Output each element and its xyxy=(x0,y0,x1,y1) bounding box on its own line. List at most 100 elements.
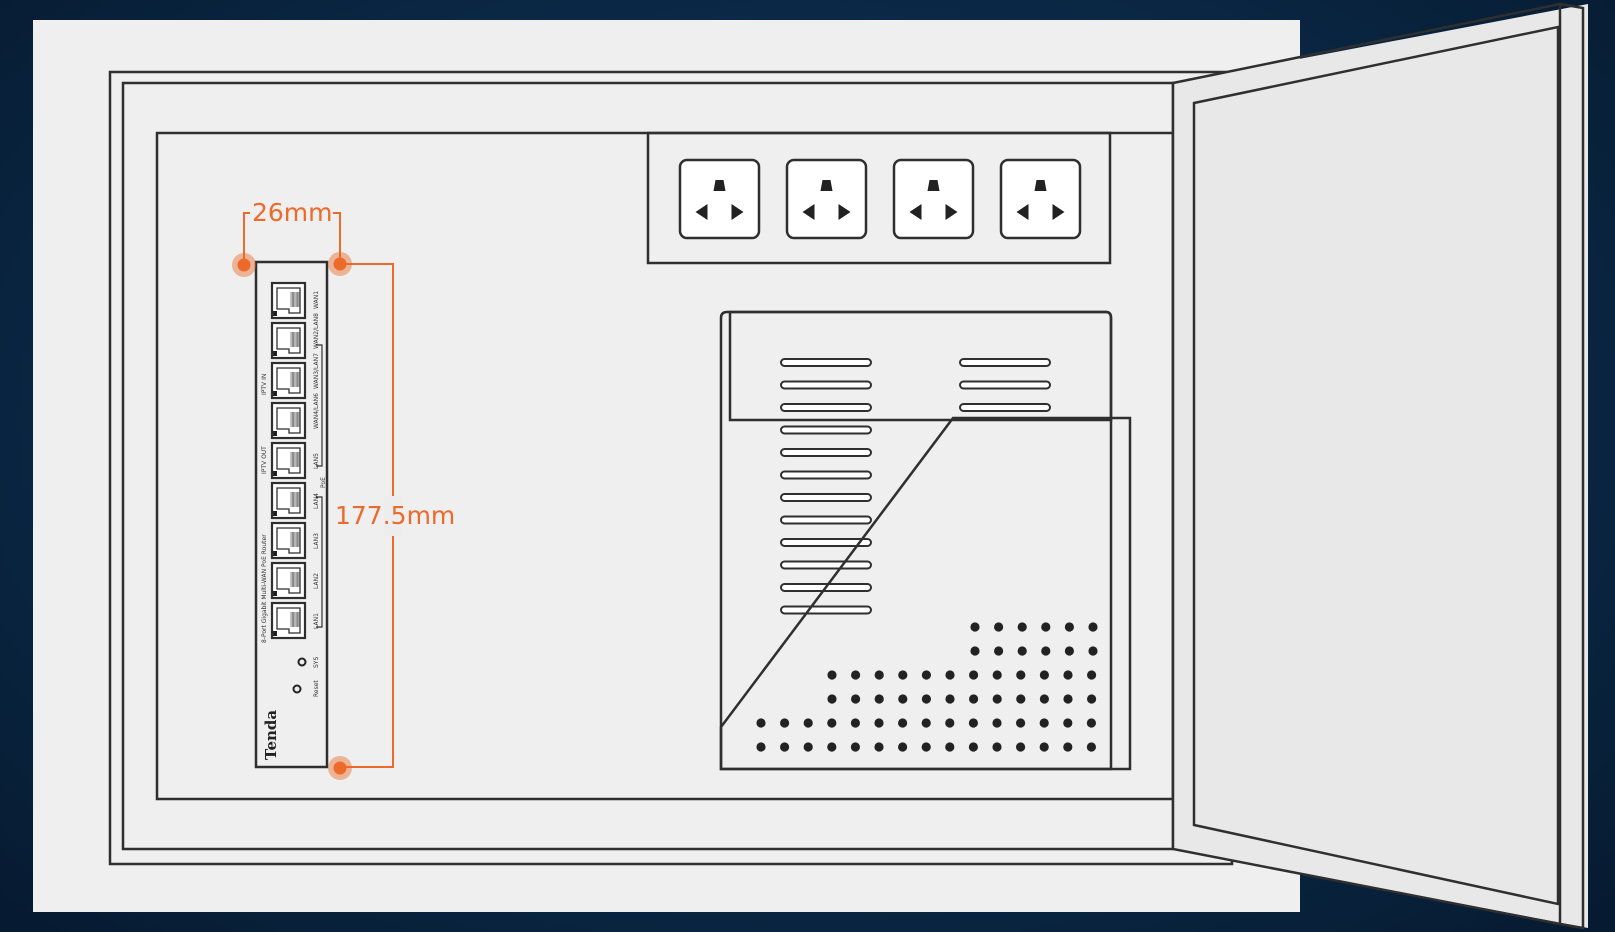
vent-hole xyxy=(780,718,790,728)
width-dimension: 26mm xyxy=(243,198,341,264)
vent-slot xyxy=(780,493,872,502)
vent-box xyxy=(719,310,1132,771)
vent-hole xyxy=(1016,694,1026,704)
ethernet-port: LAN4 xyxy=(270,481,320,520)
port-label: WAN3/LAN7 xyxy=(313,353,320,389)
vent-hole xyxy=(992,694,1002,704)
ethernet-port: LAN1 xyxy=(270,601,320,640)
vent-hole xyxy=(970,646,980,656)
height-dimension: 177.5mm xyxy=(335,263,455,768)
vent-slot xyxy=(780,403,872,412)
vent-hole xyxy=(1063,670,1073,680)
vent-hole xyxy=(803,718,813,728)
power-outlet xyxy=(892,158,975,240)
vent-hole xyxy=(827,718,837,728)
vent-hole xyxy=(827,742,837,752)
port-label: WAN2/LAN8 xyxy=(313,313,320,349)
vent-hole xyxy=(994,622,1004,632)
height-dimension-label: 177.5mm xyxy=(335,501,455,530)
width-dimension-label: 26mm xyxy=(252,198,333,227)
vent-hole xyxy=(827,670,837,680)
power-outlet xyxy=(678,158,761,240)
vent-hole xyxy=(898,670,908,680)
cabinet-door xyxy=(1171,2,1588,930)
vent-slot xyxy=(780,470,872,480)
router-device: WAN1WAN2/LAN8WAN3/LAN7WAN4/LAN6LAN5LAN4L… xyxy=(254,260,329,769)
power-strip xyxy=(646,131,1112,265)
vent-slot xyxy=(780,605,872,615)
vent-hole xyxy=(850,742,861,752)
ethernet-port: WAN3/LAN7 xyxy=(270,353,320,400)
vent-slot xyxy=(780,358,872,367)
vent-hole xyxy=(1016,670,1026,680)
vent-hole xyxy=(1086,718,1096,728)
vent-box-cover xyxy=(719,416,1132,771)
ethernet-port: WAN1 xyxy=(270,281,320,320)
vent-hole xyxy=(969,670,979,680)
vent-slot xyxy=(780,538,872,547)
indicator-label-reset: Reset xyxy=(313,680,320,697)
vent-hole xyxy=(1063,694,1073,704)
wall-panel xyxy=(33,20,1300,912)
indicator-label-sys: SYS xyxy=(313,657,320,668)
router-model-text: 8-Port Gigabit Multi-WAN PoE Router xyxy=(261,534,268,643)
vent-hole xyxy=(850,718,861,728)
vent-hole xyxy=(851,670,861,680)
vent-hole xyxy=(994,646,1004,656)
vent-slot xyxy=(959,403,1051,412)
vent-hole xyxy=(1039,742,1049,752)
vent-hole xyxy=(1063,718,1073,728)
vent-hole xyxy=(1017,646,1027,656)
vent-hole xyxy=(1016,742,1026,752)
vent-hole xyxy=(1039,718,1049,728)
vent-hole xyxy=(1086,742,1096,752)
vent-slot xyxy=(959,380,1051,390)
vent-hole xyxy=(945,742,955,752)
vent-hole xyxy=(1041,646,1051,656)
vent-hole xyxy=(874,718,884,728)
ethernet-port: LAN5 xyxy=(270,441,320,480)
vent-hole xyxy=(898,718,908,728)
group-label-poe: PoE xyxy=(320,477,327,488)
power-outlet xyxy=(785,158,868,240)
router-brand-logo: Tenda xyxy=(262,710,280,760)
vent-hole xyxy=(970,622,980,632)
vent-hole xyxy=(969,694,979,704)
vent-hole xyxy=(921,670,932,680)
vent-hole xyxy=(945,718,955,728)
ethernet-port: WAN2/LAN8 xyxy=(270,313,320,360)
reset-button[interactable] xyxy=(292,684,302,694)
vent-slot xyxy=(780,425,872,435)
measure-markers xyxy=(232,252,352,780)
vent-hole xyxy=(992,718,1002,728)
vent-hole xyxy=(945,670,955,680)
vent-slot xyxy=(959,358,1051,367)
group-label-iptv-in: IPTV IN xyxy=(261,374,268,395)
vent-slot xyxy=(780,515,872,525)
port-label: LAN1 xyxy=(313,613,320,629)
power-outlet xyxy=(999,158,1082,240)
vent-hole xyxy=(898,694,908,704)
vent-hole xyxy=(1039,670,1049,680)
vent-hole xyxy=(827,694,837,704)
vent-hole xyxy=(1017,622,1027,632)
vent-hole xyxy=(756,718,766,728)
vent-slot xyxy=(780,560,872,570)
vent-hole xyxy=(1016,718,1026,728)
port-label: WAN4/LAN6 xyxy=(313,393,320,429)
ethernet-port: LAN3 xyxy=(270,521,320,560)
vent-hole xyxy=(945,694,955,704)
vent-hole xyxy=(756,742,766,752)
vent-hole xyxy=(874,670,884,680)
vent-hole xyxy=(874,742,884,752)
vent-hole xyxy=(874,694,884,704)
vent-slot xyxy=(780,448,872,457)
port-label: LAN3 xyxy=(313,533,320,549)
vent-hole xyxy=(1039,694,1049,704)
vent-hole xyxy=(992,670,1002,680)
vent-hole xyxy=(898,742,908,752)
vent-hole xyxy=(921,718,931,728)
group-label-iptv-out: IPTV OUT xyxy=(261,446,268,474)
vent-hole xyxy=(851,694,861,704)
